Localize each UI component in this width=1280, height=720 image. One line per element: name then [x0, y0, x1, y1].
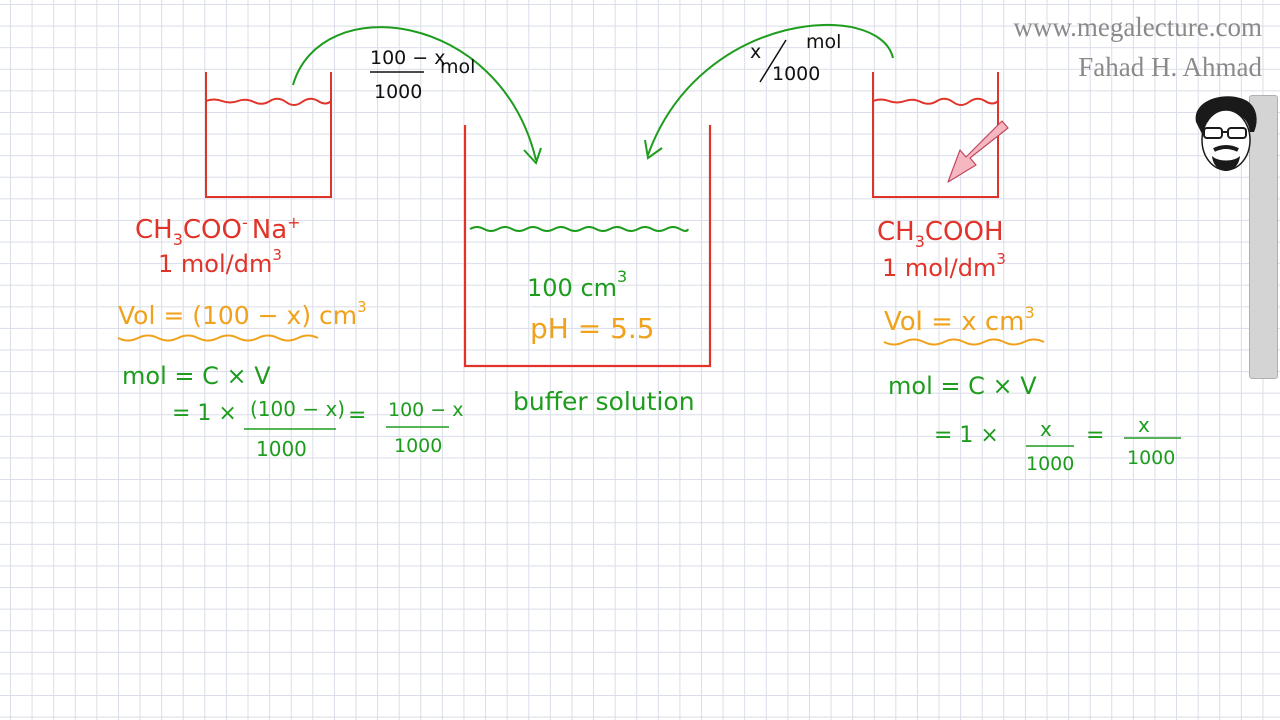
left-arrow-label-den: 1000	[374, 81, 422, 103]
left-concentration: 1 mol/dm3	[158, 246, 282, 278]
right-volume: Vol = x cm3	[884, 303, 1035, 337]
buffer-volume: 100 cm3	[527, 267, 627, 302]
vertical-scrollbar[interactable]	[1249, 95, 1278, 379]
left-volume: Vol = (100 − x) cm3	[118, 298, 367, 330]
right-calc-den: 1000	[1026, 453, 1074, 475]
left-arrow-label-num: 100 − x	[370, 47, 446, 69]
right-arrow-label: x 1000 mol	[750, 31, 841, 85]
left-calc-eq2: =	[348, 403, 366, 428]
right-concentration: 1 mol/dm3	[882, 250, 1006, 282]
middle-annotations: 100 cm3 pH = 5.5 buffer solution	[513, 267, 695, 416]
right-arrow-label-den: 1000	[772, 63, 820, 85]
left-arrow-label: 100 − x 1000 mol	[370, 47, 475, 103]
right-result-num: x	[1138, 413, 1150, 437]
buffer-beaker	[463, 125, 712, 368]
buffer-caption: buffer solution	[513, 387, 695, 416]
right-annotations: CH3COOH 1 mol/dm3 Vol = x cm3 mol = C × …	[877, 217, 1181, 475]
right-arrow-label-num: x	[750, 41, 761, 63]
pointer-arrow	[947, 120, 1009, 183]
watermark-author: Fahad H. Ahmad	[1078, 52, 1262, 82]
arrow-right-to-buffer	[644, 23, 894, 160]
right-formula: CH3COOH	[877, 217, 1004, 251]
buffer-ph: pH = 5.5	[530, 312, 655, 345]
left-arrow-label-unit: mol	[440, 56, 475, 78]
right-arrow-fraction-slash	[759, 39, 787, 83]
right-mol-formula: mol = C × V	[888, 372, 1037, 400]
left-formula: CH3COO-Na+	[135, 213, 301, 249]
presenter-avatar-icon	[1195, 96, 1257, 171]
left-calc-den: 1000	[256, 437, 307, 461]
left-result-num: 100 − x	[388, 399, 464, 421]
watermark-site: www.megalecture.com	[1013, 12, 1262, 42]
right-calc-num: x	[1040, 417, 1052, 441]
left-mol-formula: mol = C × V	[122, 362, 271, 390]
left-calc-eq: = 1 ×	[172, 401, 237, 426]
right-calc-eq2: =	[1086, 423, 1104, 448]
arrow-left-to-buffer	[292, 26, 542, 165]
right-beaker	[872, 72, 999, 198]
left-annotations: CH3COO-Na+ 1 mol/dm3 Vol = (100 − x) cm3…	[117, 213, 464, 461]
left-volume-underline	[117, 334, 319, 342]
left-calc-num: (100 − x)	[250, 397, 345, 421]
right-calc-eq: = 1 ×	[934, 423, 999, 448]
left-result-den: 1000	[394, 435, 442, 457]
right-arrow-label-unit: mol	[806, 31, 841, 53]
right-result-den: 1000	[1127, 447, 1175, 469]
right-volume-underline	[883, 338, 1045, 346]
left-beaker	[205, 72, 332, 198]
